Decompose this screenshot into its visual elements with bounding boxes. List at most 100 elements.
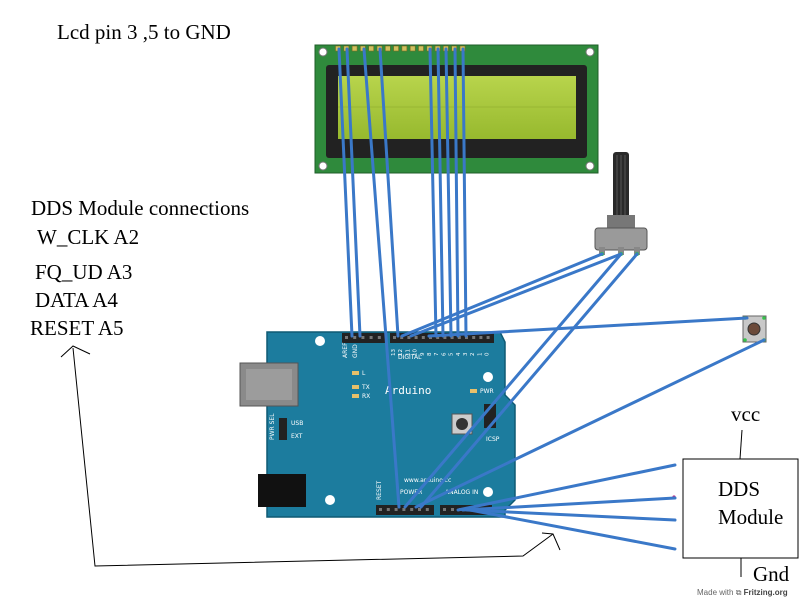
digital-pin-label: 5	[449, 352, 455, 356]
digital-header	[390, 333, 494, 343]
lcd-pin	[401, 45, 408, 52]
reset-arrow	[60, 345, 561, 567]
wire	[427, 316, 749, 338]
power-label: POWER	[400, 489, 422, 496]
usb-label: USB	[291, 420, 303, 427]
header-hole	[379, 508, 382, 511]
dds-module-box	[682, 458, 799, 559]
wire	[345, 47, 362, 338]
pwr-sel-label: PWR SEL	[269, 413, 276, 440]
header-hole	[353, 336, 357, 339]
header-hole	[479, 336, 483, 339]
lcd-pin	[368, 45, 375, 52]
digital-pin-label: 9	[420, 352, 426, 356]
digital-pin-label: 3	[463, 352, 469, 356]
dds-vcc-label: vcc	[731, 402, 760, 426]
analog-in-label: ANALOG IN	[445, 489, 478, 496]
pwr-sel-jumper	[279, 418, 287, 440]
digital-pin-label: 0	[485, 352, 491, 356]
header-hole	[486, 336, 490, 339]
dds-vcc-lead	[739, 429, 743, 460]
wire	[453, 47, 460, 338]
header-hole	[377, 336, 381, 339]
digital-pin-label: 10	[413, 349, 419, 356]
digital-pin-label: 6	[441, 352, 447, 356]
header-hole	[345, 336, 348, 339]
header-hole	[402, 508, 406, 511]
digital-pin-label: 11	[405, 349, 411, 356]
header-hole	[400, 336, 404, 339]
fq-ud-note: FQ_UD A3	[35, 260, 133, 284]
header-hole	[386, 508, 390, 511]
wire	[409, 252, 623, 338]
header-hole	[436, 336, 440, 339]
led-rx-label: RX	[362, 393, 370, 400]
header-hole	[369, 336, 373, 339]
lcd-pin	[409, 45, 416, 52]
wire	[444, 47, 453, 338]
dds-gnd-label: Gnd	[753, 562, 790, 586]
header-hole	[443, 508, 446, 511]
fritzing-label: Fritzing.org	[743, 588, 788, 597]
power-jack	[258, 474, 306, 507]
wire	[378, 47, 400, 338]
lcd-pin	[351, 45, 358, 52]
header-hole	[361, 336, 365, 339]
header-hole	[421, 336, 425, 339]
w-clk-note: W_CLK A2	[37, 225, 140, 249]
fritzing-logo-icon: ⧉	[735, 588, 742, 597]
potentiometer	[594, 152, 648, 256]
wire	[465, 508, 677, 522]
lcd-pin	[384, 45, 391, 52]
icsp-label: ICSP	[486, 436, 500, 443]
digital-pin-label: 8	[427, 352, 433, 356]
header-hole	[418, 508, 421, 511]
header-hole	[450, 336, 454, 339]
ext-label: EXT	[291, 433, 303, 440]
header-hole	[393, 336, 396, 339]
arduino-logo: Arduino	[385, 384, 431, 397]
wire	[362, 47, 401, 509]
reset-pin-label: RESET	[376, 480, 383, 500]
digital-pin-label: 1	[477, 353, 483, 357]
pwr-led-label: PWR	[480, 388, 494, 395]
digital-pin-label: 4	[456, 352, 462, 356]
wire	[468, 508, 677, 551]
data-note: DATA A4	[35, 288, 118, 312]
digital-pin-label: 7	[434, 352, 440, 356]
wire	[419, 252, 639, 509]
push-button	[742, 315, 767, 343]
wire	[461, 47, 468, 338]
wire	[403, 252, 623, 509]
header-hole	[429, 336, 432, 339]
wire	[456, 463, 677, 512]
wire	[428, 47, 438, 338]
made-with-label: Made with	[697, 588, 734, 597]
wire	[414, 338, 766, 509]
header-hole	[407, 336, 411, 339]
wires	[337, 47, 766, 551]
wire	[436, 47, 445, 338]
wire	[461, 496, 677, 512]
dds-title-line1: DDS	[718, 477, 760, 501]
lcd-pin	[418, 45, 424, 52]
header-hole	[410, 508, 414, 511]
header-hole	[451, 508, 454, 511]
aref-header	[342, 333, 387, 343]
dds-connections-heading: DDS Module connections	[31, 196, 250, 220]
header-hole	[465, 336, 468, 339]
header-hole	[457, 336, 461, 339]
header-hole	[425, 508, 429, 511]
header-hole	[443, 336, 447, 339]
led-l-label: L	[362, 370, 366, 377]
wire	[400, 252, 604, 338]
digital-pin-label: 2	[470, 353, 476, 357]
reset-note: RESET A5	[30, 316, 124, 340]
dds-title-line2: Module	[718, 505, 783, 529]
digital-label: DIGITAL	[398, 354, 422, 361]
led-tx-label: TX	[361, 384, 370, 391]
wire	[337, 47, 354, 338]
header-hole	[472, 336, 476, 339]
header-hole	[394, 508, 398, 511]
